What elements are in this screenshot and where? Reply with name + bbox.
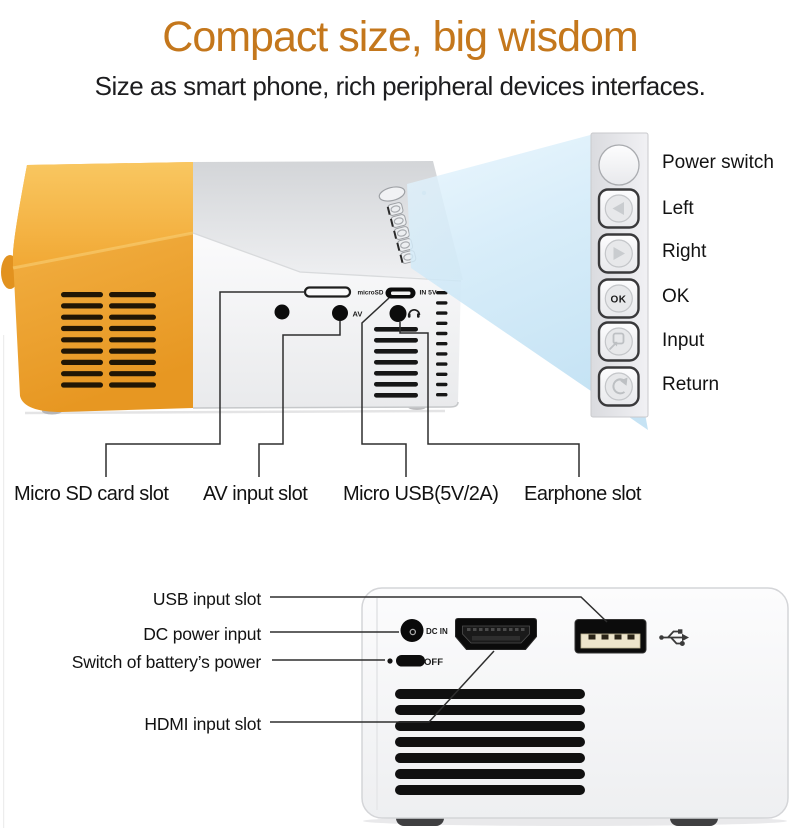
label-left: Left [662, 198, 694, 219]
callout-micro-usb [361, 297, 407, 477]
label-dc-power-input: DC power input [143, 624, 261, 644]
earphone-jack [389, 305, 407, 322]
label-return: Return [662, 374, 720, 395]
label-battery-switch: Switch of battery’s power [71, 652, 261, 672]
av-jack [332, 305, 348, 321]
control-panel-strip: OK [590, 132, 649, 418]
left-triangle-icon [612, 202, 624, 215]
label-av-input-slot: AV input slot [203, 483, 308, 505]
usb-in-marking: IN 5V [420, 290, 437, 297]
power-button-small [378, 186, 406, 202]
label-usb-input-slot: USB input slot [152, 589, 261, 609]
ok-glyph: OK [611, 295, 627, 306]
input-button [597, 321, 640, 362]
label-right: Right [662, 241, 707, 262]
off-marking: OFF [424, 657, 443, 668]
hdmi-port [455, 618, 537, 650]
label-hdmi-input-slot: HDMI input slot [144, 714, 261, 734]
input-icon [608, 332, 625, 351]
callout-micro-sd [105, 291, 305, 477]
headphone-icon [407, 309, 421, 318]
photo-edge-line [3, 335, 5, 828]
label-micro-sd-card-slot: Micro SD card slot [14, 483, 169, 505]
micro-sd-marking: microSD [358, 290, 384, 297]
dc-in-marking: DC IN [426, 627, 448, 636]
callout-earphone [399, 322, 580, 477]
reset-jack [274, 304, 290, 320]
switch-indicator-dot [387, 658, 393, 664]
label-power-switch: Power switch [662, 152, 774, 173]
projector-top-view [1, 161, 463, 415]
av-marking: AV [353, 310, 363, 319]
return-icon [612, 377, 628, 395]
micro-sd-slot [303, 286, 352, 298]
callout-av [258, 321, 341, 477]
right-triangle-icon [613, 247, 625, 260]
page-subtitle: Size as smart phone, rich peripheral dev… [94, 71, 706, 101]
power-button [598, 144, 640, 186]
label-earphone-slot: Earphone slot [524, 483, 641, 505]
label-micro-usb: Micro USB(5V/2A) [343, 483, 499, 505]
return-button [597, 366, 640, 407]
top-callout-lines [105, 291, 580, 477]
callout-hdmi [270, 650, 495, 723]
battery-power-switch [396, 655, 425, 667]
usb-port [574, 619, 647, 654]
callout-usb [270, 596, 608, 623]
label-input: Input [662, 330, 705, 351]
page-title: Compact size, big wisdom [162, 13, 638, 61]
rear-callout-lines [270, 596, 608, 723]
usb-trident-icon [659, 629, 689, 646]
projector-rear-view [361, 587, 789, 826]
zoom-beam [407, 134, 648, 430]
label-ok: OK [662, 286, 690, 307]
dc-in-jack [400, 619, 424, 642]
